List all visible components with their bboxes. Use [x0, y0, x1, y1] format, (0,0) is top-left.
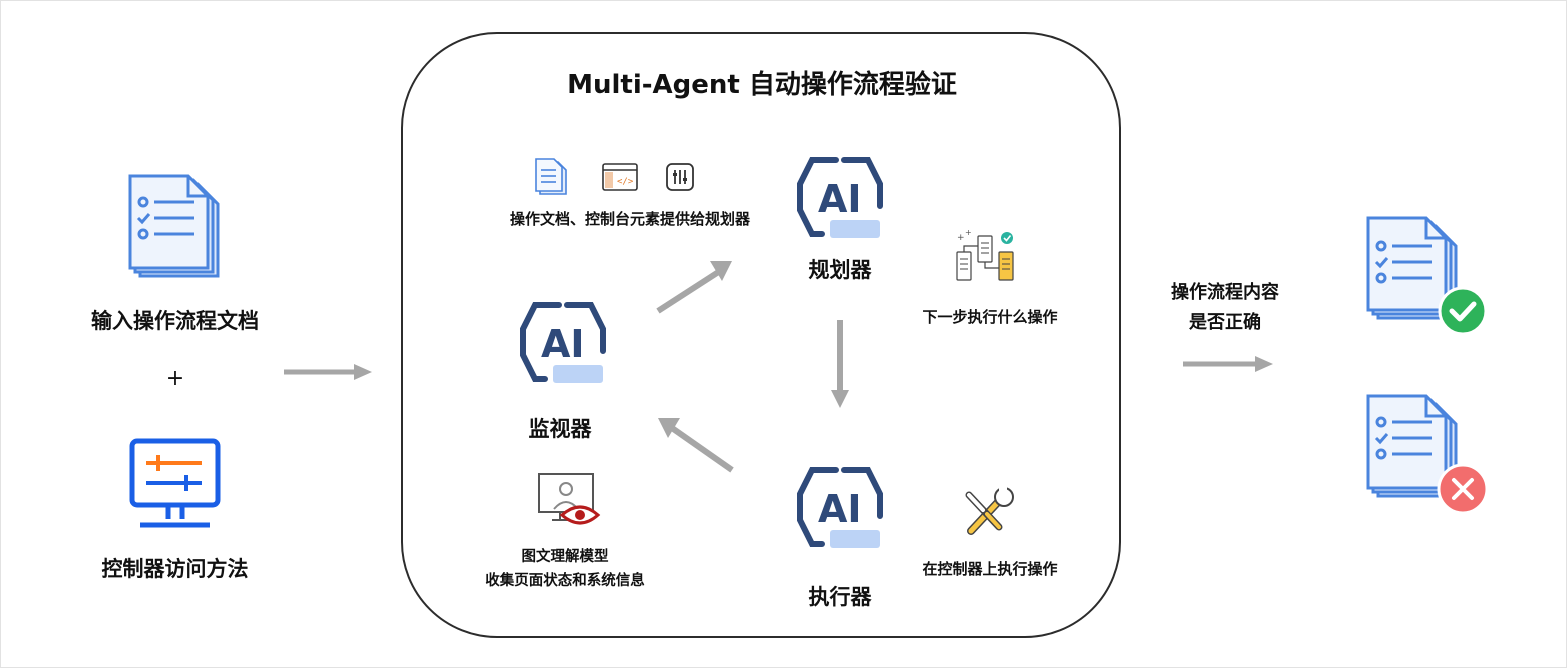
arrow-executor-to-monitor-icon — [658, 418, 734, 473]
console-access-label: 控制器访问方法 — [101, 557, 249, 581]
wrench-screwdriver-icon — [965, 487, 1014, 535]
multi-agent-panel — [401, 32, 1121, 638]
document-stack-icon — [128, 174, 220, 278]
screen-eye-icon — [538, 473, 601, 525]
svg-text:AI: AI — [818, 487, 862, 531]
executor-note: 在控制器上执行操作 — [922, 560, 1058, 578]
svg-text:</>: </> — [617, 177, 634, 187]
sliders-icon — [666, 163, 694, 191]
plan-steps-icon: + + — [956, 228, 1014, 281]
document-correct-icon — [1366, 216, 1488, 336]
arrow-right-output-icon — [1183, 356, 1273, 372]
plus-sign: + — [165, 366, 185, 391]
monitor-note-line1: 图文理解模型 — [521, 549, 609, 565]
svg-text:+: + — [957, 233, 965, 243]
verdict-line1: 操作流程内容 — [1171, 282, 1279, 303]
planner-label: 规划器 — [808, 258, 872, 282]
svg-text:AI: AI — [541, 322, 585, 366]
monitor-ai-icon: AI — [520, 302, 606, 383]
svg-text:AI: AI — [818, 177, 862, 221]
arrow-planner-to-executor-icon — [831, 320, 849, 408]
panel-title: Multi-Agent 自动操作流程验证 — [567, 70, 957, 100]
console-monitor-icon — [129, 438, 221, 528]
monitor-note-line2: 收集页面状态和系统信息 — [485, 573, 645, 589]
arrow-right-icon — [284, 364, 372, 380]
executor-label: 执行器 — [808, 585, 872, 609]
code-window-icon: </> — [602, 163, 638, 191]
document-icon — [535, 158, 567, 195]
document-incorrect-icon — [1366, 394, 1489, 515]
input-document-label: 输入操作流程文档 — [91, 309, 259, 333]
planner-ai-icon: AI — [797, 157, 883, 238]
verdict-line2: 是否正确 — [1189, 312, 1261, 333]
executor-ai-icon: AI — [797, 467, 883, 548]
arrow-monitor-to-planner-icon — [656, 261, 732, 314]
svg-text:+: + — [965, 228, 972, 237]
monitor-label: 监视器 — [528, 417, 592, 441]
planner-note: 下一步执行什么操作 — [922, 308, 1058, 326]
inputs-caption: 操作文档、控制台元素提供给规划器 — [509, 210, 750, 228]
